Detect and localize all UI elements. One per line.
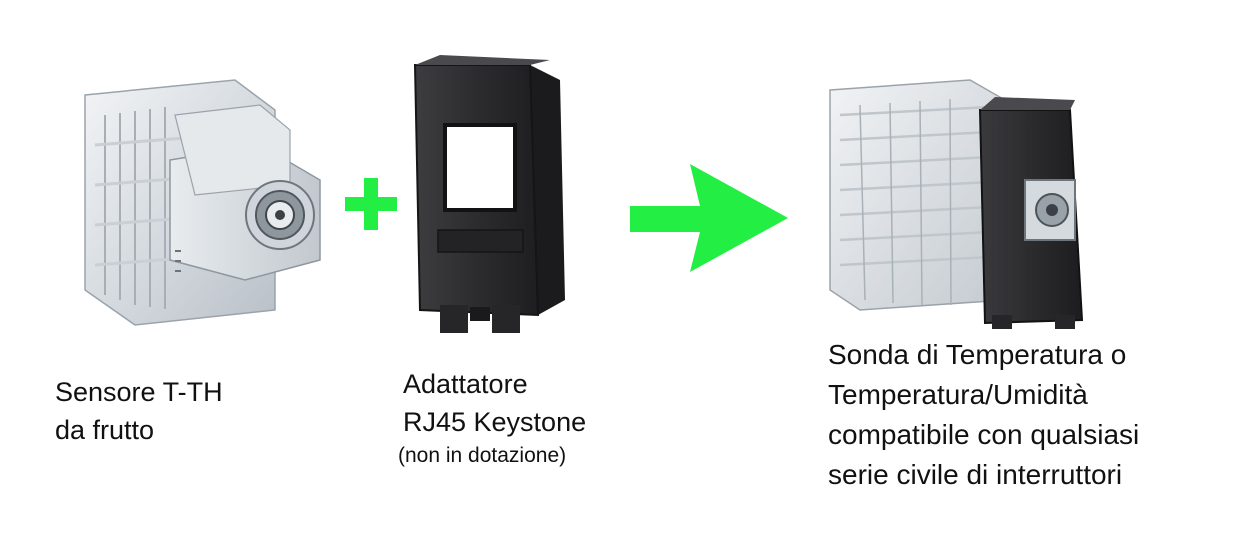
- adapter-caption: Adattatore RJ45 Keystone (non in dotazio…: [398, 365, 587, 471]
- result-caption-line-3: compatibile con qualsiasi: [828, 419, 1140, 450]
- adapter-image: [400, 55, 580, 340]
- adapter-caption-line-1: Adattatore: [403, 369, 528, 399]
- adapter-note: (non in dotazione): [398, 444, 567, 467]
- result-image: [820, 75, 1090, 335]
- result-caption: Sonda di Temperatura o Temperatura/Umidi…: [828, 335, 1139, 495]
- sensor-caption-line-2: da frutto: [55, 415, 155, 445]
- sensor-image: [75, 75, 335, 330]
- result-caption-line-2: Temperatura/Umidità: [828, 379, 1088, 410]
- sensor-caption: Sensore T-TH da frutto: [55, 373, 223, 449]
- sensor-caption-line-1: Sensore T-TH: [55, 377, 223, 407]
- adapter-caption-line-2: RJ45 Keystone: [403, 407, 587, 437]
- arrow-right-icon: [630, 162, 790, 274]
- result-caption-line-1: Sonda di Temperatura o: [828, 339, 1127, 370]
- result-caption-line-4: serie civile di interruttori: [828, 459, 1123, 490]
- plus-icon: [345, 178, 397, 230]
